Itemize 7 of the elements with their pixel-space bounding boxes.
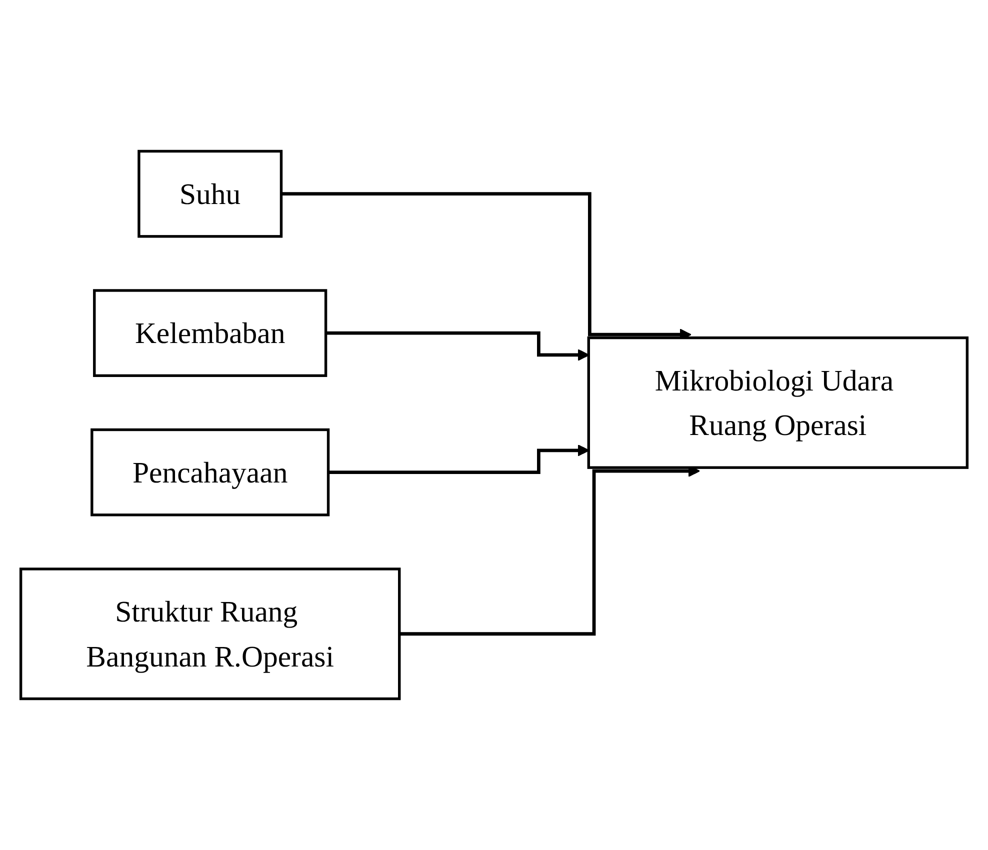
arrow [328,444,590,474]
node-box: Suhu [138,150,283,238]
node-box: Struktur Ruang Bangunan R.Operasi [19,568,401,700]
arrow [326,331,590,361]
node-box: Pencahayaan [90,428,330,516]
node-box: Mikrobiologi Udara Ruang Operasi [587,336,969,469]
node-box: Kelembaban [93,289,328,377]
